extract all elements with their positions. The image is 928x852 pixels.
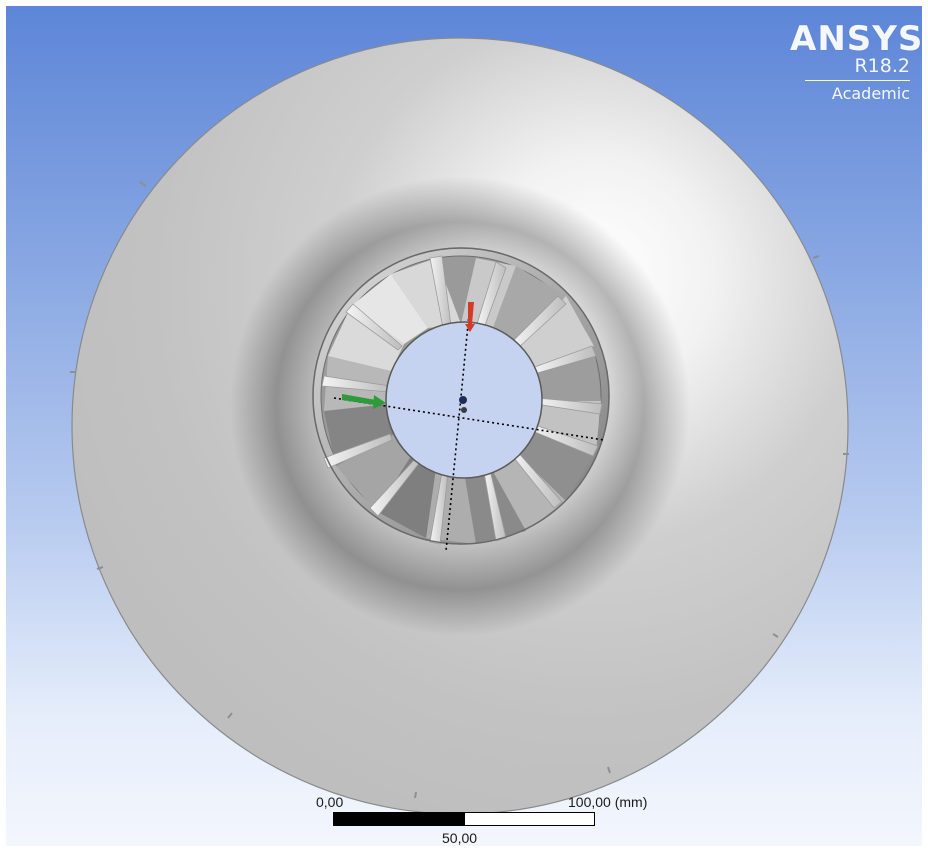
hub-outer-edge xyxy=(312,247,610,545)
y-axis-arrow-icon xyxy=(342,394,376,405)
graphics-frame[interactable]: ANSYS R18.2 Academic xyxy=(6,6,922,846)
axis-triad xyxy=(342,302,475,413)
logo-divider xyxy=(805,80,910,81)
logo-edition: Academic xyxy=(831,84,910,103)
impeller-model-view[interactable] xyxy=(6,6,922,846)
ansys-logo: ANSYS R18.2 Academic xyxy=(790,19,922,103)
rim-ticks xyxy=(70,181,849,799)
blades xyxy=(321,255,603,545)
origin-point xyxy=(459,396,467,404)
logo-version: R18.2 xyxy=(854,55,910,77)
x-axis-arrow-icon xyxy=(468,302,474,324)
logo-name: ANSYS xyxy=(790,19,922,59)
